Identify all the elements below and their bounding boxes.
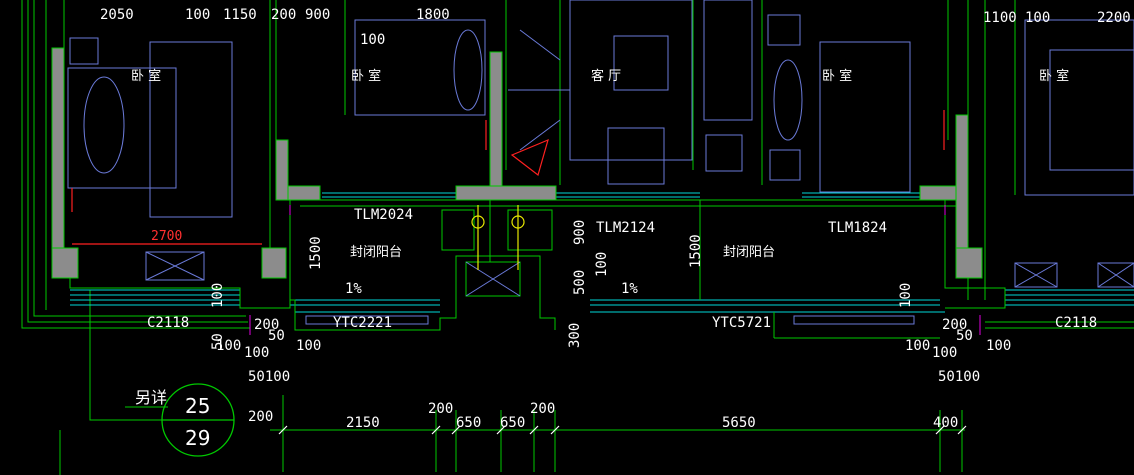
inner-dim-300: 300 — [567, 323, 583, 348]
left-detail-50: 50 — [210, 333, 226, 350]
room-label-bedroom-2: 卧 室 — [351, 68, 381, 84]
room-label-balcony-right: 封闭阳台 — [723, 245, 775, 260]
room-label-balcony-left: 封闭阳台 — [350, 245, 402, 260]
inner-dim-100-top: 100 — [360, 32, 385, 48]
bottom-dim-400: 400 — [933, 415, 958, 431]
bottom-dimension-ticks — [278, 425, 967, 435]
inner-dim-100-right: 100 — [898, 283, 914, 308]
inner-dim-1500-right: 1500 — [688, 234, 704, 268]
top-dim-2050: 2050 — [100, 7, 134, 23]
left-detail-100b: 100 — [296, 338, 321, 354]
bottom-dim-650-b: 650 — [500, 415, 525, 431]
detail-number-bottom: 29 — [185, 426, 210, 450]
right-detail-100a: 100 — [905, 338, 930, 354]
detail-note: 另详 — [135, 388, 167, 407]
bottom-dim-200-left: 200 — [248, 409, 273, 425]
top-dim-200: 200 — [271, 7, 296, 23]
bottom-dim-650-a: 650 — [456, 415, 481, 431]
right-detail-50100: 50100 — [938, 369, 980, 385]
window-tag-c2118-right: C2118 — [1055, 315, 1097, 331]
bottom-dim-200-b: 200 — [530, 401, 555, 417]
door-tag-tlm1824: TLM1824 — [828, 220, 887, 236]
top-dim-100: 100 — [185, 7, 210, 23]
inner-dim-1500-left: 1500 — [308, 236, 324, 270]
top-dim-1100: 1100 — [983, 10, 1017, 26]
slope-left: 1% — [345, 281, 362, 297]
furniture-cross-marks — [145, 29, 1134, 297]
top-dim-1800: 1800 — [416, 7, 450, 23]
left-detail-200: 200 — [254, 317, 279, 333]
detail-callout — [89, 290, 235, 457]
right-detail-100b: 100 — [986, 338, 1011, 354]
window-tag-c2118-left: C2118 — [147, 315, 189, 331]
yellow-accents — [471, 205, 525, 270]
right-detail-50: 50 — [956, 328, 973, 344]
window-tag-ytc2221: YTC2221 — [333, 315, 392, 331]
outer-building-outline — [21, 0, 1134, 329]
room-label-bedroom-1: 卧 室 — [131, 68, 161, 84]
door-tag-tlm2024: TLM2024 — [354, 207, 413, 223]
room-label-bedroom-4: 卧 室 — [1039, 68, 1069, 84]
right-detail-200: 200 — [942, 317, 967, 333]
top-dim-900: 900 — [305, 7, 330, 23]
left-detail-50100: 50100 — [248, 369, 290, 385]
inner-dim-100-left: 100 — [210, 283, 226, 308]
window-lines — [70, 192, 1134, 313]
bottom-dim-200-a: 200 — [428, 401, 453, 417]
room-label-bedroom-3: 卧 室 — [822, 68, 852, 84]
inner-dim-500: 500 — [572, 270, 588, 295]
bottom-dim-2150: 2150 — [346, 415, 380, 431]
walls — [51, 47, 983, 279]
door-tag-tlm2124: TLM2124 — [596, 220, 655, 236]
left-detail-100c: 100 — [244, 345, 269, 361]
red-markers — [71, 110, 945, 245]
top-dim-2200: 2200 — [1097, 10, 1131, 26]
inner-dim-100-mid: 100 — [594, 252, 610, 277]
interior-partition-lines — [45, 0, 1016, 310]
right-detail-100c: 100 — [932, 345, 957, 361]
window-tag-ytc5721: YTC5721 — [712, 315, 771, 331]
red-dim-2700: 2700 — [151, 229, 182, 244]
bottom-dimension-chain — [59, 395, 965, 475]
room-label-living-room: 客 厅 — [591, 68, 621, 84]
top-dim-100-right: 100 — [1025, 10, 1050, 26]
bottom-dim-5650: 5650 — [722, 415, 756, 431]
furniture — [67, 0, 1134, 325]
detail-number-top: 25 — [185, 394, 210, 418]
left-detail-50b: 50 — [268, 328, 285, 344]
inner-dim-900: 900 — [572, 220, 588, 245]
left-detail-100a: 100 — [216, 338, 241, 354]
balcony-frame — [69, 200, 1006, 339]
magenta-markers — [249, 205, 981, 335]
top-dim-1150: 1150 — [223, 7, 257, 23]
slope-right: 1% — [621, 281, 638, 297]
